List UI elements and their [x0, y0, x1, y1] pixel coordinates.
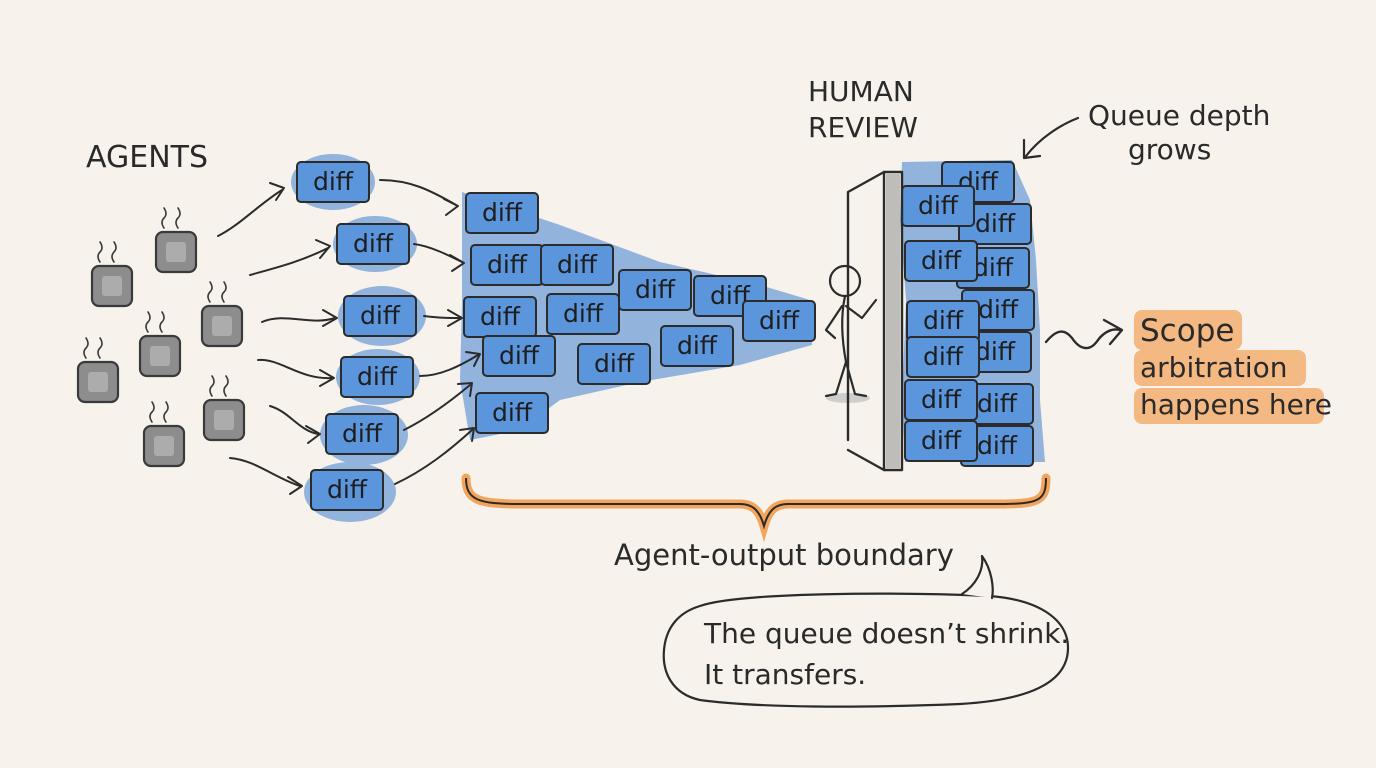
svg-text:diff: diff: [677, 331, 718, 360]
diff-card: diff: [463, 296, 537, 338]
scope-squiggle-arrow: [1044, 318, 1124, 350]
bubble-text-line1: The queue doesn’t shrink.: [703, 617, 1069, 650]
diff-card: diff: [904, 420, 978, 462]
agent-robot: [76, 337, 120, 404]
svg-text:diff: diff: [923, 306, 964, 335]
diff-card: diff: [546, 293, 620, 335]
diff-card: diff: [465, 192, 539, 234]
diff-card: diff: [475, 392, 549, 434]
diff-card: diff: [296, 161, 370, 203]
diff-card: diff: [340, 356, 414, 398]
svg-text:diff: diff: [921, 385, 962, 414]
reviewer-figure: [824, 264, 878, 403]
diff-card: diff: [901, 185, 975, 227]
diff-card: diff: [906, 300, 980, 342]
svg-text:diff: diff: [492, 398, 533, 427]
agents-label: AGENTS: [86, 140, 208, 175]
scope-highlight: [1134, 310, 1324, 424]
svg-text:diff: diff: [313, 167, 354, 196]
svg-text:diff: diff: [482, 198, 523, 227]
svg-text:diff: diff: [921, 246, 962, 275]
agent-robot: [154, 207, 198, 274]
diff-card: diff: [618, 269, 692, 311]
diff-card: diff: [960, 425, 1034, 467]
diff-card: diff: [660, 325, 734, 367]
svg-text:diff: diff: [342, 419, 383, 448]
scope-label-line3: happens here: [1140, 388, 1332, 421]
diff-card: diff: [336, 223, 410, 265]
queue-depth-label-line2: grows: [1128, 133, 1211, 166]
agents-group: [76, 207, 246, 468]
arrows-agents: [217, 182, 338, 495]
diff-card: diff: [310, 469, 384, 511]
scope-label-line2: arbitration: [1140, 351, 1288, 384]
agent-robot: [138, 311, 182, 378]
svg-text:diff: diff: [923, 342, 964, 371]
diff-card: diff: [482, 335, 556, 377]
svg-text:diff: diff: [978, 295, 1019, 324]
diff-card: diff: [904, 240, 978, 282]
diff-card: diff: [577, 343, 651, 385]
svg-text:diff: diff: [353, 229, 394, 258]
human-review-label-line2: REVIEW: [808, 111, 918, 144]
bubble-text-line2: It transfers.: [704, 658, 866, 691]
svg-text:diff: diff: [635, 275, 676, 304]
scope-label-line1: Scope: [1140, 313, 1234, 349]
diff-card: diff: [343, 295, 417, 337]
svg-text:diff: diff: [975, 209, 1016, 238]
svg-text:diff: diff: [499, 341, 540, 370]
svg-text:diff: diff: [327, 475, 368, 504]
diff-card: diff: [540, 244, 614, 286]
svg-text:diff: diff: [594, 349, 635, 378]
svg-text:diff: diff: [977, 389, 1018, 418]
arrows-to-queue: [379, 179, 481, 485]
agent-robot: [200, 281, 244, 348]
agent-robot: [202, 375, 246, 442]
diff-card: diff: [958, 203, 1032, 245]
svg-text:diff: diff: [487, 250, 528, 279]
review-gate: [846, 170, 904, 472]
queue-depth-arrow: [1022, 116, 1080, 160]
diff-card: diff: [470, 244, 544, 286]
diff-card: diff: [325, 413, 399, 455]
boundary-label: Agent-output boundary: [614, 538, 954, 572]
svg-text:diff: diff: [975, 337, 1016, 366]
svg-text:diff: diff: [918, 191, 959, 220]
svg-text:diff: diff: [360, 301, 401, 330]
human-review-label-line1: HUMAN: [808, 75, 914, 108]
svg-text:diff: diff: [921, 426, 962, 455]
svg-text:diff: diff: [480, 302, 521, 331]
diff-card: diff: [906, 336, 980, 378]
svg-text:diff: diff: [357, 362, 398, 391]
agent-robot: [142, 401, 186, 468]
diff-card: diff: [904, 379, 978, 421]
svg-text:diff: diff: [557, 250, 598, 279]
svg-text:diff: diff: [977, 431, 1018, 460]
svg-text:diff: diff: [563, 299, 604, 328]
svg-text:diff: diff: [759, 306, 800, 335]
queue-depth-label-line1: Queue depth: [1088, 99, 1270, 132]
agent-robot: [90, 241, 134, 308]
diff-card: diff: [742, 300, 816, 342]
svg-text:diff: diff: [973, 253, 1014, 282]
speech-bubble: [662, 554, 1070, 708]
boundary-brace: [461, 473, 1051, 543]
